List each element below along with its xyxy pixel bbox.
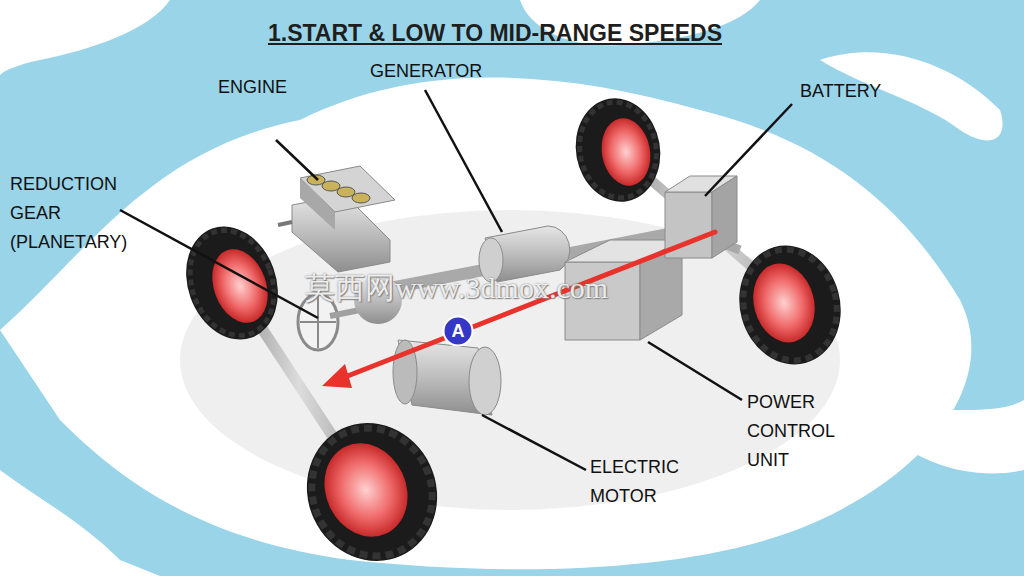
callout-circle: A xyxy=(442,315,474,347)
wheel-rim xyxy=(309,430,422,551)
power-flow-arrow xyxy=(345,232,715,377)
watermark: 莫西网www.3dmox.com xyxy=(305,268,745,308)
engine-cylinder xyxy=(352,193,370,203)
background-patch xyxy=(0,470,160,576)
tire-tread xyxy=(176,219,288,348)
tire-tread xyxy=(731,239,849,371)
wheel xyxy=(726,234,854,376)
wheel-rim xyxy=(596,114,655,189)
engine-cylinder xyxy=(337,187,355,197)
motor-end xyxy=(469,347,501,415)
background-patch xyxy=(0,78,971,570)
part-label: REDUCTION GEAR (PLANETARY) xyxy=(10,170,150,257)
leader-line xyxy=(276,140,318,180)
wheel xyxy=(171,213,293,352)
leader-line xyxy=(705,104,792,196)
battery-side xyxy=(712,176,737,258)
tire xyxy=(568,91,669,208)
wheel-rim xyxy=(745,257,824,350)
leader-line xyxy=(425,90,502,232)
part-label: GENERATOR xyxy=(370,57,530,86)
background-patch xyxy=(870,400,1024,473)
callout-letter: A xyxy=(442,315,474,347)
tire-tread xyxy=(291,408,453,576)
power-flow-arrowhead xyxy=(322,364,352,388)
wheel xyxy=(284,402,459,576)
part-label: POWER CONTROL UNIT xyxy=(747,388,859,475)
leader-line xyxy=(648,342,742,400)
part-label: BATTERY xyxy=(800,77,940,106)
tire xyxy=(171,213,293,352)
gear-spoke xyxy=(300,321,336,323)
engine-cylinder xyxy=(322,181,340,191)
diagram-title: 1.START & LOW TO MID-RANGE SPEEDS xyxy=(235,20,755,47)
engine-shaft xyxy=(278,222,292,225)
tire xyxy=(284,402,459,576)
wheel-rim xyxy=(203,241,278,330)
engine-block xyxy=(278,166,395,272)
leader-line xyxy=(120,210,318,318)
tire-tread xyxy=(572,96,664,204)
background-patch xyxy=(0,0,170,75)
part-label: ELECTRIC MOTOR xyxy=(590,453,700,511)
leader-line xyxy=(482,415,586,470)
tire xyxy=(726,234,854,376)
wheel xyxy=(568,91,669,208)
part-label: ENGINE xyxy=(218,73,338,102)
